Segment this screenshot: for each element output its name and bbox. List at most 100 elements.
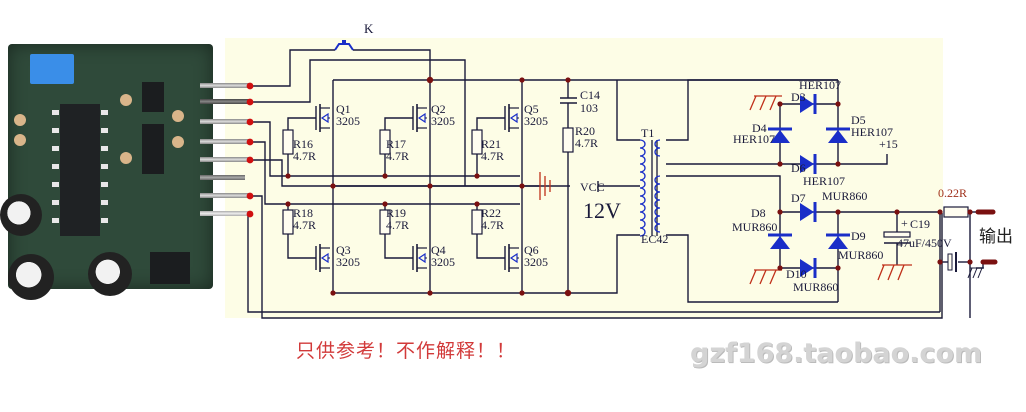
junction-dot — [330, 183, 336, 189]
wire — [250, 141, 520, 205]
ic-pin — [52, 182, 59, 187]
wire — [779, 212, 838, 269]
body-diode-arrow — [320, 252, 329, 264]
r18-ref: R18 — [293, 206, 313, 220]
wire — [250, 59, 466, 186]
out-gnd-hatch — [967, 267, 973, 279]
pcb-pin-dot — [246, 138, 254, 146]
gate-resistor-high-2 — [471, 129, 483, 155]
diode-body — [770, 130, 790, 143]
junction-dot — [967, 209, 973, 215]
r16-value: 4.7R — [293, 149, 316, 163]
junction-dot — [835, 101, 841, 107]
r22-value: 4.7R — [481, 218, 504, 232]
d9-diode — [826, 233, 850, 249]
r21-value: 4.7R — [481, 149, 504, 163]
pcb-pin-dot — [246, 118, 254, 126]
mosfet-low-0 — [315, 244, 330, 272]
mosfet-high-0 — [315, 104, 330, 132]
junction-dot — [894, 209, 900, 215]
ground-hatch — [749, 95, 757, 111]
diode-body — [800, 259, 814, 277]
mosfet-high-1 — [412, 104, 427, 132]
q1-part: 3205 — [336, 114, 360, 128]
pcb-pin-dot — [246, 156, 254, 164]
d3-ref: D3 — [791, 90, 806, 104]
out-gnd-hatch — [972, 267, 978, 279]
header-pin — [200, 175, 245, 180]
gate-resistor-high-1 — [379, 129, 391, 155]
supply-voltage: 12V — [583, 198, 621, 223]
gate-resistor-low-2 — [471, 209, 483, 235]
junction-dot — [285, 201, 291, 207]
out-gnd-hatch — [977, 267, 983, 279]
wire — [476, 117, 505, 130]
component-bead — [120, 94, 132, 106]
diode-body — [800, 155, 814, 173]
q3-ref: Q3 — [336, 243, 351, 257]
junction-dot — [285, 173, 291, 179]
diode-body — [800, 203, 814, 221]
junction-dot — [474, 173, 480, 179]
ground-hatch — [759, 95, 767, 111]
wire — [250, 49, 335, 87]
junction-dot — [519, 183, 525, 189]
transformer-ref: T1 — [641, 126, 654, 140]
junction-dot — [777, 209, 783, 215]
d10-part: MUR860 — [793, 280, 838, 294]
component-bead — [14, 114, 26, 126]
c19-ref: C19 — [910, 217, 930, 231]
q4-ref: Q4 — [431, 243, 446, 257]
ic-pin — [101, 218, 108, 223]
sense-cap-plate — [947, 253, 953, 271]
wire — [353, 49, 431, 80]
d6-part: HER107 — [803, 174, 845, 188]
wire — [384, 234, 413, 259]
gate-resistor-low-1 — [379, 209, 391, 235]
transistor-package — [142, 82, 164, 112]
d5-ref: D5 — [851, 113, 866, 127]
r19-value: 4.7R — [386, 218, 409, 232]
junctions — [246, 76, 973, 297]
ground-hatch — [897, 264, 905, 281]
ic-pin — [52, 128, 59, 133]
pcb-pin-dot — [246, 98, 254, 106]
component-bead — [14, 134, 26, 146]
shunt-value: 0.22R — [938, 186, 967, 200]
ground-hatch — [877, 264, 885, 281]
ic-pin — [101, 182, 108, 187]
t1-primary-coil — [639, 139, 646, 237]
mosfet-low-2 — [504, 244, 519, 272]
schematic-background — [225, 38, 943, 318]
pcb-pin-dot — [246, 210, 254, 218]
ic-pin — [101, 110, 108, 115]
junction-dot — [426, 76, 434, 84]
ground-hatch — [769, 95, 777, 111]
q1-ref: Q1 — [336, 102, 351, 116]
pcb-pin-dot — [246, 82, 254, 90]
diode-body — [828, 130, 848, 143]
r17-ref: R17 — [386, 137, 406, 151]
r22-ref: R22 — [481, 206, 501, 220]
junction-dot — [564, 289, 572, 297]
r20-ref: R20 — [575, 124, 595, 138]
d9-part: MUR860 — [838, 248, 883, 262]
electrolytic-capacitor — [0, 194, 42, 236]
q5-part: 3205 — [524, 114, 548, 128]
junction-dot — [382, 201, 388, 207]
ic-pin — [52, 218, 59, 223]
ic-pin — [101, 200, 108, 205]
wire — [666, 79, 838, 141]
c19-value: 47uF/450V — [897, 236, 952, 250]
junction-dot — [777, 161, 783, 167]
junction-dot — [777, 101, 783, 107]
body-diode-arrow — [509, 252, 518, 264]
driver-board-photo — [0, 44, 213, 300]
d7-part: MUR860 — [822, 189, 867, 203]
d6-diode — [800, 154, 817, 174]
junction-dot — [565, 77, 571, 83]
lv-ground-icon — [749, 95, 782, 111]
diode-body — [770, 236, 790, 249]
wire — [287, 234, 316, 259]
